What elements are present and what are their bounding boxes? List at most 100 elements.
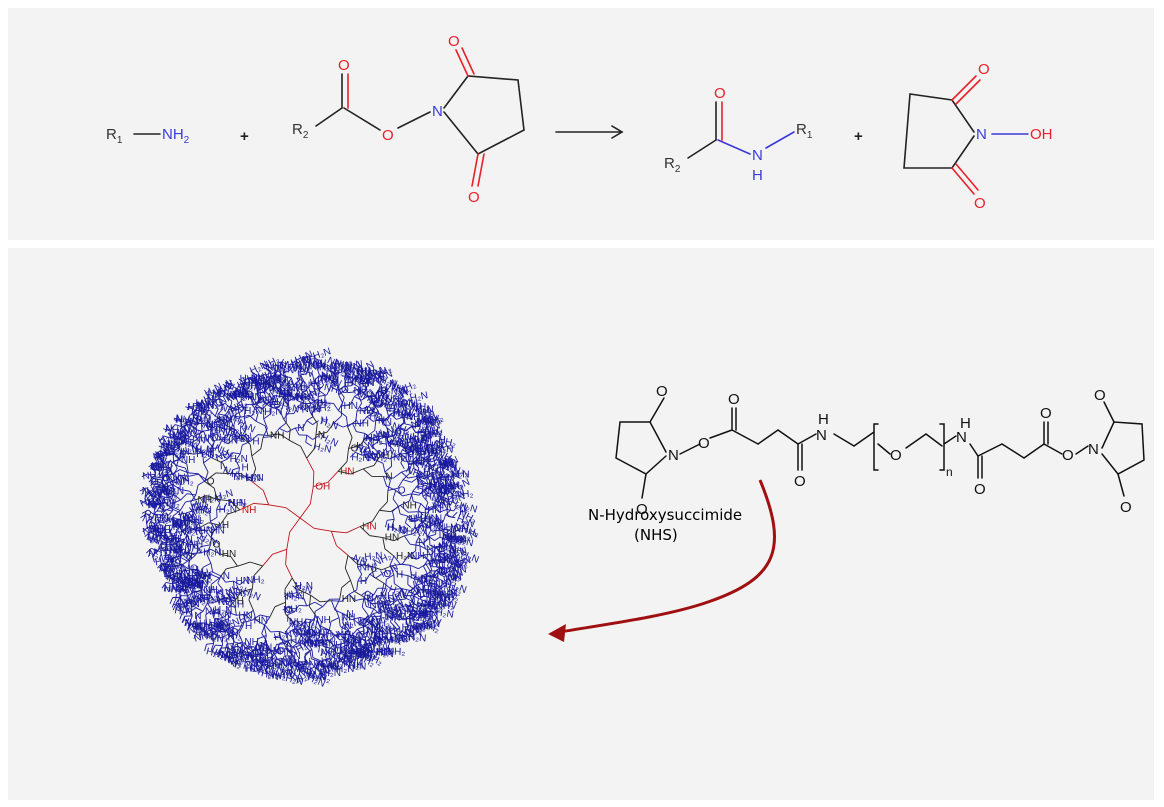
dendrimer-bond xyxy=(436,569,442,576)
dendrimer-atom-label: H xyxy=(425,434,432,445)
dendrimer-bond xyxy=(379,604,382,612)
dendrimer-atom-label: NH₂ xyxy=(379,634,398,647)
dendrimer-atom-label: H₂N xyxy=(163,424,184,440)
dendrimer-bond xyxy=(313,374,320,382)
dendrimer-bond xyxy=(148,473,154,479)
dendrimer-bond xyxy=(222,628,230,635)
dendrimer-bond xyxy=(243,418,248,429)
dendrimer-atom-label: H₂N xyxy=(372,632,392,646)
dendrimer-bond xyxy=(170,424,176,431)
dendrimer-bond xyxy=(225,647,229,655)
dendrimer-bond xyxy=(217,582,224,590)
dendrimer-bond xyxy=(172,580,181,585)
dendrimer-atom-label: H₂N xyxy=(337,654,357,667)
dendrimer-bond xyxy=(223,502,228,510)
dendrimer-atom-label: NH₂ xyxy=(437,435,457,450)
dendrimer-bond xyxy=(415,578,420,587)
dendrimer-atom-label: H xyxy=(243,378,250,389)
dendrimer-bond xyxy=(366,416,374,422)
dendrimer-bond xyxy=(299,397,308,400)
dendrimer-bond xyxy=(272,386,281,390)
dendrimer-atom-label: H₂N xyxy=(286,592,304,603)
dendrimer-atom-label: N xyxy=(452,566,459,577)
dendrimer-atom-label: HN xyxy=(347,377,361,388)
dendrimer-bond xyxy=(227,415,234,423)
dendrimer-bond xyxy=(367,594,374,600)
dendrimer-atom-label: H₂N xyxy=(402,623,420,634)
dendrimer-bond xyxy=(377,595,383,603)
dendrimer-bond xyxy=(179,474,189,477)
dendrimer-atom-label: N xyxy=(294,651,301,662)
dendrimer-bond xyxy=(310,413,318,424)
dendrimer-bond xyxy=(446,560,454,565)
dendrimer-bond xyxy=(166,488,169,496)
dendrimer-bond xyxy=(237,409,241,418)
dendrimer-bond xyxy=(211,649,218,656)
dendrimer-bond xyxy=(410,493,414,502)
dendrimer-atom-label: NH₂ xyxy=(267,670,287,683)
dendrimer-atom-label: H xyxy=(241,463,248,474)
dendrimer-bond xyxy=(162,569,166,577)
dendrimer-atom-label: HN xyxy=(164,583,178,594)
dendrimer-atom-label: NH₂ xyxy=(279,360,298,372)
dendrimer-atom-label: H₂N xyxy=(362,590,383,606)
dendrimer-bond xyxy=(413,524,420,534)
dendrimer-bond xyxy=(338,389,346,396)
dendrimer-bond xyxy=(196,610,204,617)
dendrimer-bond xyxy=(256,654,264,658)
dendrimer-atom-label: NH₂ xyxy=(421,585,441,600)
dendrimer-bond xyxy=(266,648,275,654)
dendrimer-bond xyxy=(382,463,386,473)
dendrimer-bond xyxy=(421,438,424,446)
dendrimer-bond xyxy=(229,500,241,511)
dendrimer-bond xyxy=(442,514,447,523)
dendrimer-bond xyxy=(401,468,411,473)
dendrimer-bond xyxy=(297,406,304,411)
crosslinker-h-2: H xyxy=(960,415,971,432)
dendrimer-bond xyxy=(374,451,378,460)
dendrimer-atom-label: H₂N xyxy=(184,415,204,430)
dendrimer-bond xyxy=(373,641,380,646)
dendrimer-bond xyxy=(362,440,370,447)
dendrimer-atom-label: NH₂ xyxy=(184,542,204,555)
dendrimer-bond xyxy=(233,581,235,589)
dendrimer-atom-label: NH₂ xyxy=(311,671,332,686)
dendrimer-bond xyxy=(334,632,342,636)
dendrimer-bond xyxy=(374,379,381,386)
dendrimer-bond xyxy=(422,589,431,592)
dendrimer-atom-label: N xyxy=(148,548,155,559)
dendrimer-atom-label: N xyxy=(401,386,408,397)
dendrimer-atom-label: H₂N xyxy=(319,363,337,374)
dendrimer-bond xyxy=(145,487,152,493)
dendrimer-bond xyxy=(253,502,269,506)
dendrimer-bond xyxy=(171,483,175,492)
dendrimer-bond xyxy=(398,444,407,450)
dendrimer-atom-label: O xyxy=(157,454,165,465)
dendrimer-bond xyxy=(365,573,371,582)
dendrimer-atom-label: H₂N xyxy=(228,425,246,436)
dendrimer-bond xyxy=(290,592,297,598)
dendrimer-bond xyxy=(368,650,377,653)
dendrimer-bond xyxy=(190,419,198,425)
dendrimer-bond xyxy=(303,598,308,607)
dendrimer-atom-label: H₂N xyxy=(450,518,471,534)
dendrimer-bond xyxy=(172,483,181,490)
dendrimer-bond xyxy=(436,583,444,590)
dendrimer-bond xyxy=(185,510,194,514)
dendrimer-atom-label: NH₂ xyxy=(445,480,464,492)
dendrimer-atom-label: N xyxy=(344,621,351,632)
dendrimer-bond xyxy=(409,565,412,575)
dendrimer-bond xyxy=(233,580,240,586)
dendrimer-bond xyxy=(366,430,376,437)
dendrimer-atom-label: N xyxy=(194,611,201,622)
dendrimer-atom-label: O xyxy=(274,369,282,380)
dendrimer-bond xyxy=(171,437,178,443)
dendrimer-bond xyxy=(249,561,263,567)
dendrimer-atom-label: H₂N xyxy=(389,633,408,646)
dendrimer-atom-label: NH₂ xyxy=(142,469,162,482)
dendrimer-bond xyxy=(445,514,453,518)
dendrimer-bond xyxy=(287,401,291,412)
dendrimer-bond xyxy=(426,569,433,576)
dendrimer-atom-label: NH₂ xyxy=(309,659,327,670)
dendrimer-bond xyxy=(429,596,437,600)
